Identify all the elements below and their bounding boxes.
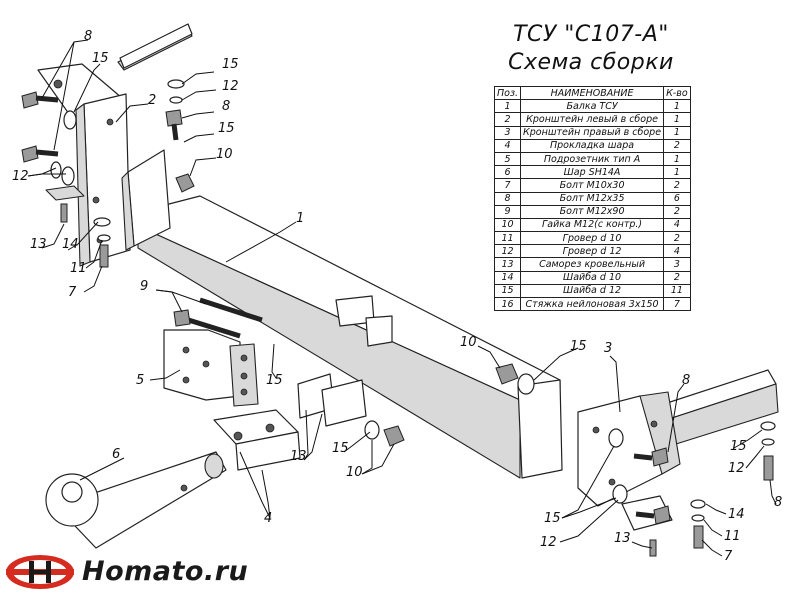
row-name: Балка ТСУ xyxy=(520,99,665,114)
logo-text: Homato.ru xyxy=(82,556,249,587)
callout-10: 10 xyxy=(216,147,233,162)
row-quantity: 1 xyxy=(663,99,691,114)
callout-15: 15 xyxy=(332,441,349,456)
callout-15: 15 xyxy=(92,51,109,66)
callout-4: 4 xyxy=(264,511,272,526)
callout-13: 13 xyxy=(30,237,47,252)
callout-13: 13 xyxy=(614,531,631,546)
callout-5: 5 xyxy=(136,373,144,388)
header-position: Поз. xyxy=(493,85,522,101)
callout-12: 12 xyxy=(222,79,239,94)
callout-14: 14 xyxy=(728,507,745,522)
callout-6: 6 xyxy=(112,447,120,462)
row-quantity: 4 xyxy=(663,244,691,259)
socket-plate xyxy=(163,297,263,407)
logo-icon xyxy=(6,555,74,589)
row-quantity: 1 xyxy=(663,165,691,180)
header-quantity: К-во xyxy=(663,85,691,101)
tow-ball xyxy=(45,451,227,549)
row-name: Стяжка нейлоновая 3х150 xyxy=(520,296,665,312)
callout-15: 15 xyxy=(544,511,561,526)
row-quantity: 1 xyxy=(663,112,691,127)
row-position: 1 xyxy=(493,99,522,114)
row-name: Кронштейн левый в сборе xyxy=(520,112,665,127)
leader-lines xyxy=(27,39,777,557)
ball-spacers xyxy=(213,373,367,471)
parts-table-header: Поз. НАИМЕНОВАНИЕ К-во xyxy=(493,85,691,101)
callout-7: 7 xyxy=(68,285,77,300)
callout-12: 12 xyxy=(12,169,29,184)
callout-15: 15 xyxy=(730,439,747,454)
callout-15: 15 xyxy=(570,339,587,354)
callout-3: 3 xyxy=(604,341,612,356)
header-name: НАИМЕНОВАНИЕ xyxy=(520,85,665,101)
callout-15: 15 xyxy=(218,121,235,136)
callout-8: 8 xyxy=(682,373,690,388)
row-position: 16 xyxy=(493,296,522,312)
site-logo[interactable]: Homato.ru xyxy=(4,552,248,592)
row-quantity: 7 xyxy=(663,296,691,312)
callout-12: 12 xyxy=(728,461,745,476)
callout-8: 8 xyxy=(774,495,782,510)
callout-15: 15 xyxy=(222,57,239,72)
callout-13: 13 xyxy=(290,449,307,464)
callout-1: 1 xyxy=(296,211,304,226)
callout-numbers: 8 15 2 15 12 8 15 10 12 13 14 11 7 1 9 5… xyxy=(12,29,782,564)
callout-2: 2 xyxy=(148,93,156,108)
callout-11: 11 xyxy=(724,529,741,544)
callout-14: 14 xyxy=(62,237,79,252)
callout-12: 12 xyxy=(540,535,557,550)
callout-10: 10 xyxy=(346,465,363,480)
callout-9: 9 xyxy=(140,279,148,294)
diagram-title: ТСУ "С107-А" xyxy=(513,22,669,47)
mid-fasteners xyxy=(364,363,535,447)
callout-8: 8 xyxy=(84,29,92,44)
callout-7: 7 xyxy=(724,549,733,564)
callout-8: 8 xyxy=(222,99,230,114)
callout-15: 15 xyxy=(266,373,283,388)
row-position: 2 xyxy=(493,112,522,127)
main-beam xyxy=(121,149,563,479)
row-quantity: 11 xyxy=(663,283,691,299)
callout-10: 10 xyxy=(460,335,477,350)
callout-11: 11 xyxy=(70,261,87,276)
diagram-subtitle: Схема сборки xyxy=(508,50,674,75)
right-bracket xyxy=(577,369,779,557)
